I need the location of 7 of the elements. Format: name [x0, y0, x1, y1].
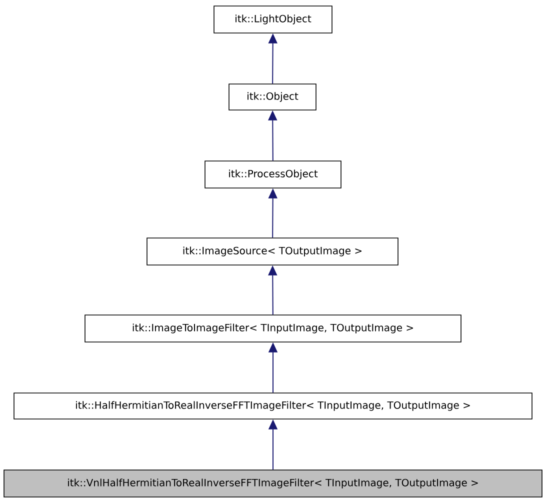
class-box: itk::ImageSource< TOutputImage >: [146, 238, 398, 266]
class-box: itk::ImageToImageFilter< TInputImage, TOutputImage >: [84, 314, 462, 342]
class-box: itk::HalfHermitianToRealInverseFFTImageFilter< TInputImage, TOutputImage >: [14, 392, 532, 420]
class-box: itk::VnlHalfHermitianToRealInverseFFTImageFilter< TInputImage, TOutputImage >: [4, 470, 542, 498]
class-box: itk::ProcessObject: [204, 160, 342, 188]
class-box: itk::LightObject: [214, 6, 332, 34]
class-box: itk::Object: [228, 84, 316, 110]
